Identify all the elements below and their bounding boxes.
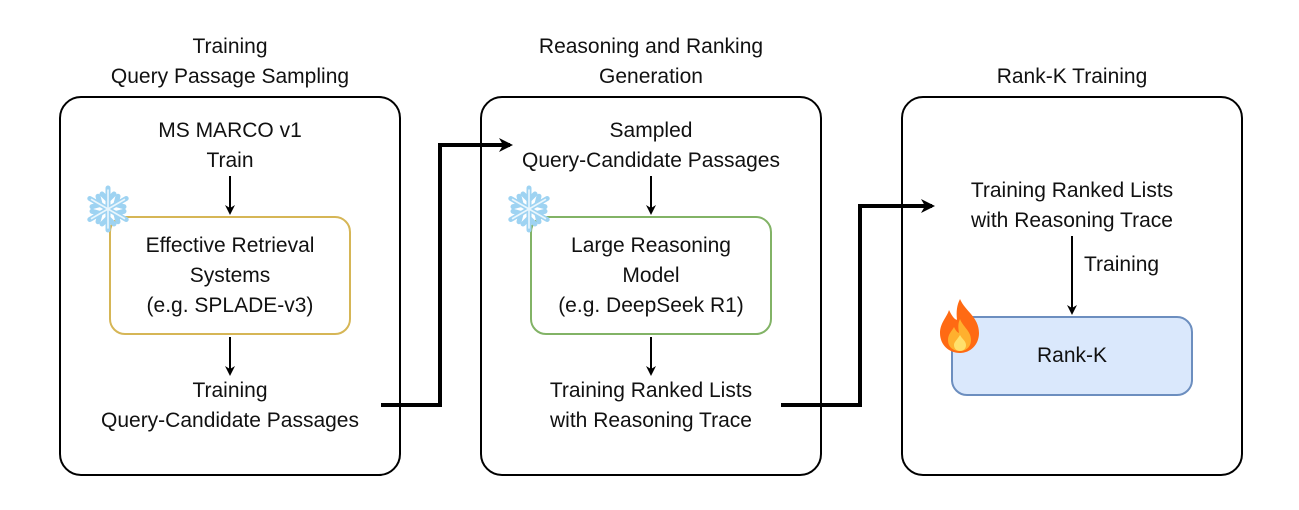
- stage1-source: MS MARCO v1 Train: [158, 119, 302, 172]
- snowflake-icon: [508, 185, 550, 233]
- stage1-panel: [59, 96, 401, 476]
- stage3-title: Rank-K Training: [996, 65, 1148, 88]
- stage3-input: Training Ranked Lists with Reasoning Tra…: [970, 179, 1174, 232]
- stage2-output: Training Ranked Lists with Reasoning Tra…: [549, 379, 753, 432]
- reasoning-model-label: Large Reasoning Model (e.g. DeepSeek R1): [558, 233, 744, 317]
- flame-icon: [940, 299, 979, 353]
- rank-k-label: Rank-K: [1036, 344, 1108, 367]
- snowflake-icon: [87, 185, 129, 233]
- arrow-stage2-to-stage3: [781, 199, 935, 407]
- stage2-title: Reasoning and Ranking Generation: [538, 35, 764, 88]
- stage2-panel: [480, 96, 822, 476]
- rank-k-box: Rank-K: [951, 316, 1193, 396]
- reasoning-model-box: Large Reasoning Model (e.g. DeepSeek R1): [530, 216, 772, 335]
- training-edge-label: Training: [1084, 253, 1160, 276]
- stage1-title: Training Query Passage Sampling: [110, 35, 350, 88]
- stage1-output: Training Query-Candidate Passages: [101, 379, 359, 432]
- arrow-stage1-to-stage2: [381, 138, 513, 407]
- retrieval-systems-label: Effective Retrieval Systems (e.g. SPLADE…: [145, 233, 315, 317]
- retrieval-systems-box: Effective Retrieval Systems (e.g. SPLADE…: [109, 216, 351, 335]
- stage2-input: Sampled Query-Candidate Passages: [522, 119, 780, 172]
